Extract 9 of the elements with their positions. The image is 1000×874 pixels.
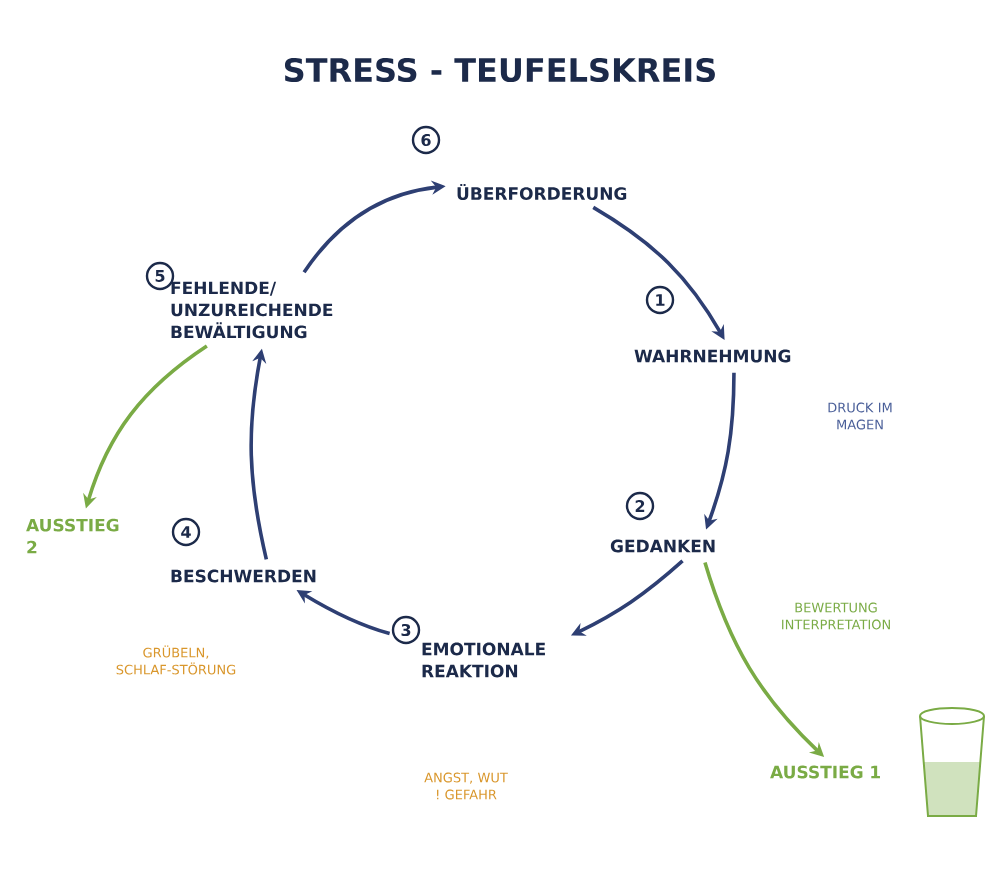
step-label: 4 BESCHWERDEN xyxy=(171,517,316,583)
step-label: 2 GEDANKEN xyxy=(610,491,715,553)
step-label: 5 FEHLENDE/ UNZUREICHENDE BEWÄLTIGUNG xyxy=(145,261,333,339)
title: STRESS - TEUFELSKREIS xyxy=(284,57,715,83)
step-label: AUSSTIEG 1 xyxy=(770,765,880,779)
step-label: AUSSTIEG 2 xyxy=(26,518,119,554)
step-label: 3 EMOTIONALE REAKTION xyxy=(391,615,545,678)
step-label: 1 WAHRNEHMUNG xyxy=(634,285,791,363)
step-label: 6 ÜBERFORDERUNG xyxy=(411,125,627,200)
